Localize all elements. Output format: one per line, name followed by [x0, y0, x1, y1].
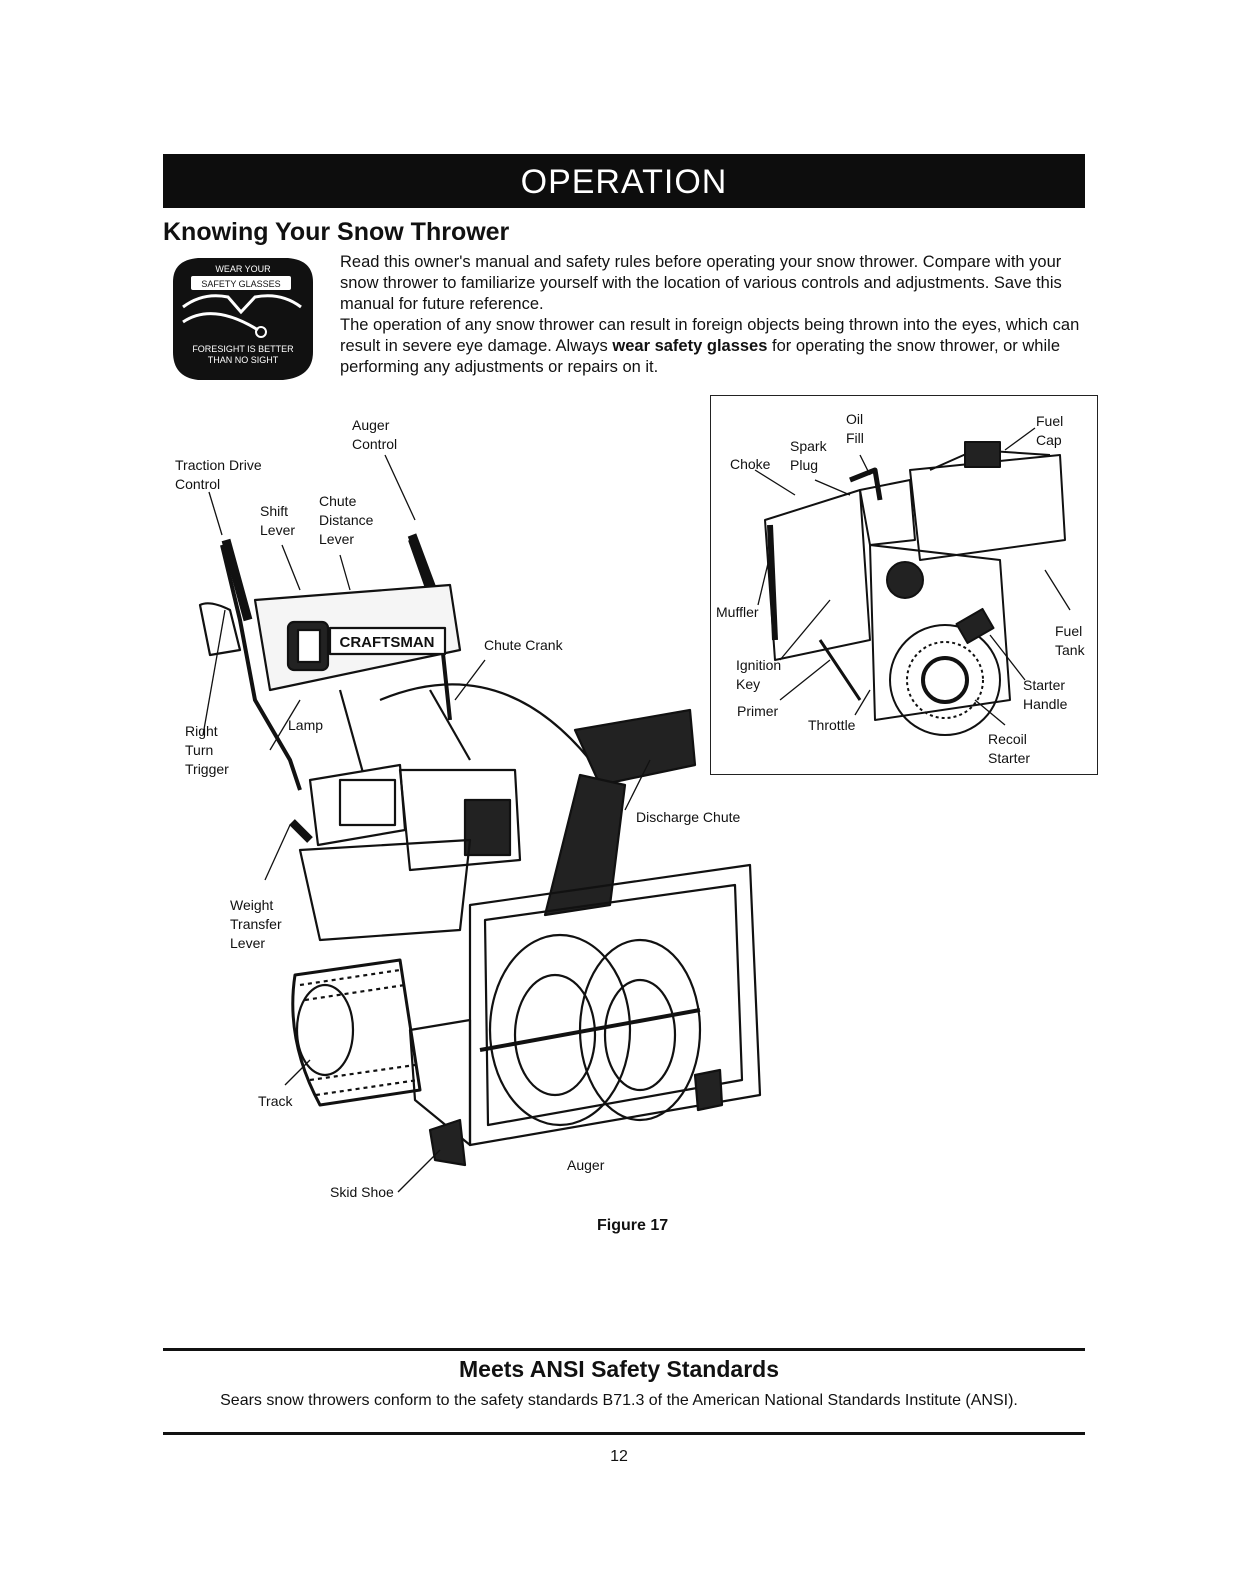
- label-track: Track: [258, 1093, 293, 1109]
- engine-inset-frame: [710, 395, 1098, 775]
- badge-bottom-line2: THAN NO SIGHT: [208, 355, 279, 365]
- intro-paragraph-2: The operation of any snow thrower can re…: [340, 315, 1100, 378]
- intro-p2-bold: wear safety glasses: [612, 337, 768, 355]
- brand-text: CRAFTSMAN: [340, 634, 435, 651]
- label-discharge-chute: Discharge Chute: [636, 809, 741, 825]
- label-primer: Primer: [737, 703, 779, 719]
- page-number: 12: [610, 1448, 628, 1465]
- badge-bottom-line1: FORESIGHT IS BETTER: [192, 344, 294, 354]
- intro-p2-before: The operation of any snow thrower can re…: [340, 316, 1080, 355]
- ansi-title: Meets ANSI Safety Standards: [459, 1356, 779, 1382]
- figure-caption: Figure 17: [597, 1217, 669, 1234]
- label-throttle: Throttle: [808, 717, 856, 733]
- label-choke: Choke: [730, 456, 771, 472]
- section-title: Knowing Your Snow Thrower: [163, 218, 510, 246]
- label-chute-crank: Chute Crank: [484, 637, 563, 653]
- divider-top: [163, 1348, 1085, 1351]
- intro-paragraph-1: Read this owner's manual and safety rule…: [340, 253, 1062, 313]
- divider-bottom: [163, 1432, 1085, 1435]
- badge-middle-text: SAFETY GLASSES: [201, 279, 280, 289]
- operation-banner: OPERATION: [163, 154, 1085, 208]
- label-skid-shoe: Skid Shoe: [330, 1184, 394, 1200]
- badge-top-text: WEAR YOUR: [215, 264, 271, 274]
- intro-p2-after: for operating the snow thrower, or while…: [340, 337, 1060, 376]
- ansi-text: Sears snow throwers conform to the safet…: [220, 1392, 1018, 1409]
- safety-glasses-badge: WEAR YOUR SAFETY GLASSES FORESIGHT IS BE…: [173, 258, 313, 380]
- label-muffler: Muffler: [716, 604, 759, 620]
- label-auger: Auger: [567, 1157, 605, 1173]
- intro-text: Read this owner's manual and safety rule…: [340, 252, 1100, 378]
- label-lamp: Lamp: [288, 717, 324, 733]
